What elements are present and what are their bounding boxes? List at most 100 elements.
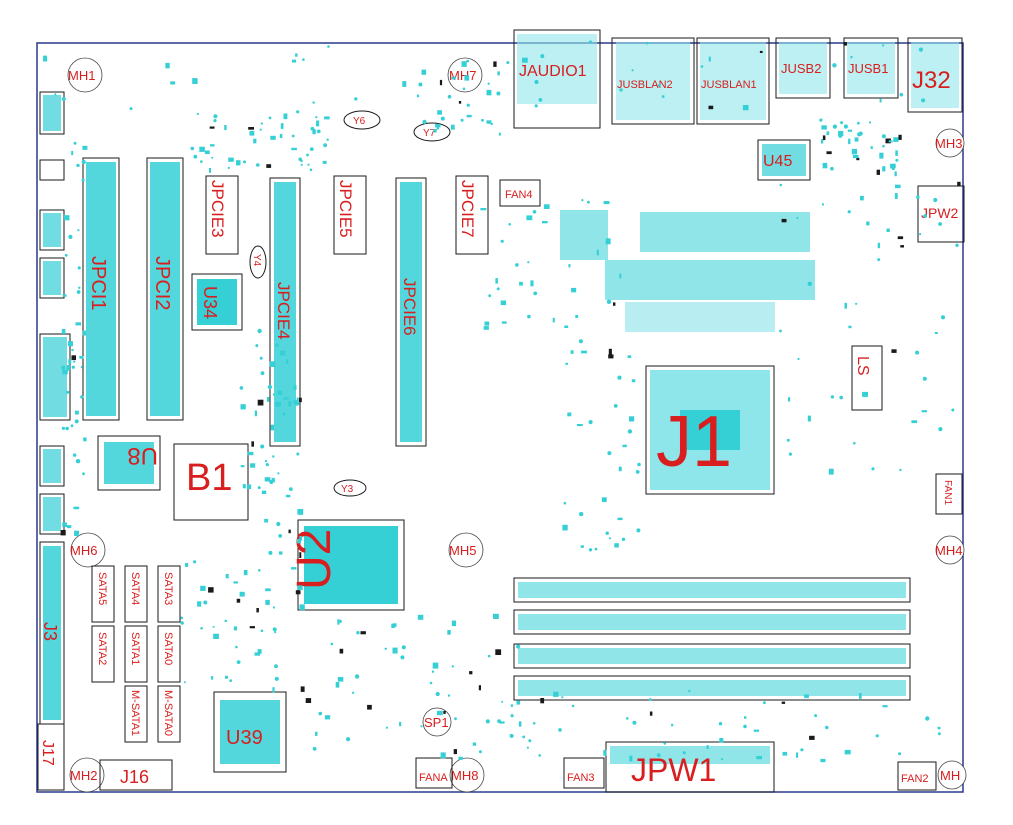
smd-pad xyxy=(891,349,897,353)
smd-pad xyxy=(264,477,271,482)
smd-pad xyxy=(530,280,534,287)
via xyxy=(227,166,230,169)
ref-j16: J16 xyxy=(120,767,149,787)
via xyxy=(779,329,782,333)
smd-pad xyxy=(211,676,214,680)
smd-pad xyxy=(580,545,584,548)
via xyxy=(855,302,858,305)
via xyxy=(933,197,938,203)
via xyxy=(193,560,197,564)
via xyxy=(183,681,186,684)
smd-pad xyxy=(882,166,886,172)
smd-pad xyxy=(617,517,623,521)
smd-pad xyxy=(466,114,472,118)
smd-pad xyxy=(852,155,859,159)
smd-pad xyxy=(753,729,760,732)
smd-pad xyxy=(451,620,456,627)
via xyxy=(312,130,316,135)
via xyxy=(858,131,863,136)
via xyxy=(626,717,629,720)
pci-slots: JPCI1 JPCI2 xyxy=(82,157,184,421)
via xyxy=(940,315,946,320)
smd-pad xyxy=(708,105,714,110)
via xyxy=(720,758,724,761)
smd-pad xyxy=(283,113,288,120)
via xyxy=(830,395,835,399)
via xyxy=(385,726,388,729)
via xyxy=(510,704,514,707)
smd-pad xyxy=(866,221,870,226)
via xyxy=(779,183,783,187)
via xyxy=(743,724,747,729)
via xyxy=(589,40,592,44)
via xyxy=(563,501,567,505)
via xyxy=(80,395,84,399)
smd-pad xyxy=(472,742,477,746)
via xyxy=(847,210,851,214)
u2-chip: U2 xyxy=(288,519,405,611)
smd-pad xyxy=(83,437,87,442)
smd-pad xyxy=(432,662,439,669)
via xyxy=(497,719,501,724)
via xyxy=(631,69,634,72)
smd-pad xyxy=(934,332,938,334)
smd-pad xyxy=(888,140,893,143)
via xyxy=(882,144,885,148)
smd-pad xyxy=(608,348,612,355)
smd-pad xyxy=(291,147,297,151)
via xyxy=(938,222,942,226)
via xyxy=(485,719,490,724)
via xyxy=(282,412,286,416)
via xyxy=(588,420,593,425)
misc-connectors: FAN1 FAN2 FAN3 FAN4 FANA J16 LS SP1 xyxy=(99,179,963,791)
via xyxy=(527,314,531,319)
ref-mh5: MH5 xyxy=(449,543,476,558)
via xyxy=(243,160,246,164)
via xyxy=(64,253,68,257)
ref-y4: Y4 xyxy=(251,254,262,267)
smd-pad xyxy=(498,132,501,136)
smd-pad xyxy=(838,130,844,137)
smd-pad xyxy=(247,451,254,456)
via xyxy=(478,750,482,754)
via xyxy=(832,124,838,129)
via xyxy=(267,384,273,390)
via xyxy=(269,479,274,485)
via xyxy=(255,344,259,348)
smd-pad xyxy=(782,751,788,756)
ref-jpw2: JPW2 xyxy=(921,205,959,221)
smd-pad xyxy=(493,613,499,619)
smd-pad xyxy=(894,171,897,177)
smd-pad xyxy=(291,567,297,570)
via xyxy=(193,154,198,159)
via xyxy=(196,112,199,116)
via xyxy=(898,752,902,756)
smd-pad xyxy=(213,633,219,639)
via xyxy=(496,287,500,291)
via xyxy=(440,116,445,121)
via xyxy=(278,534,283,538)
smd-pad xyxy=(522,57,528,63)
smd-pad xyxy=(570,350,574,354)
smd-pad xyxy=(439,79,443,86)
smd-pad xyxy=(265,599,270,605)
smd-pad xyxy=(461,61,467,67)
smd-pad xyxy=(495,278,498,284)
smd-pad xyxy=(269,361,276,367)
via xyxy=(819,118,823,122)
via xyxy=(260,444,265,449)
via xyxy=(608,537,612,540)
smd-pad xyxy=(540,698,545,704)
smd-pad xyxy=(458,101,462,104)
ref-jpcie7: JPCIE7 xyxy=(458,180,477,238)
smd-pad xyxy=(233,626,237,631)
smd-pad xyxy=(440,752,446,759)
ref-j3: J3 xyxy=(40,622,60,641)
smd-pad xyxy=(62,522,67,527)
smd-pad xyxy=(300,159,303,163)
smd-pad xyxy=(293,384,297,390)
smd-pad xyxy=(478,685,481,691)
smd-pad xyxy=(543,204,550,209)
via xyxy=(323,143,327,148)
via xyxy=(180,621,184,625)
